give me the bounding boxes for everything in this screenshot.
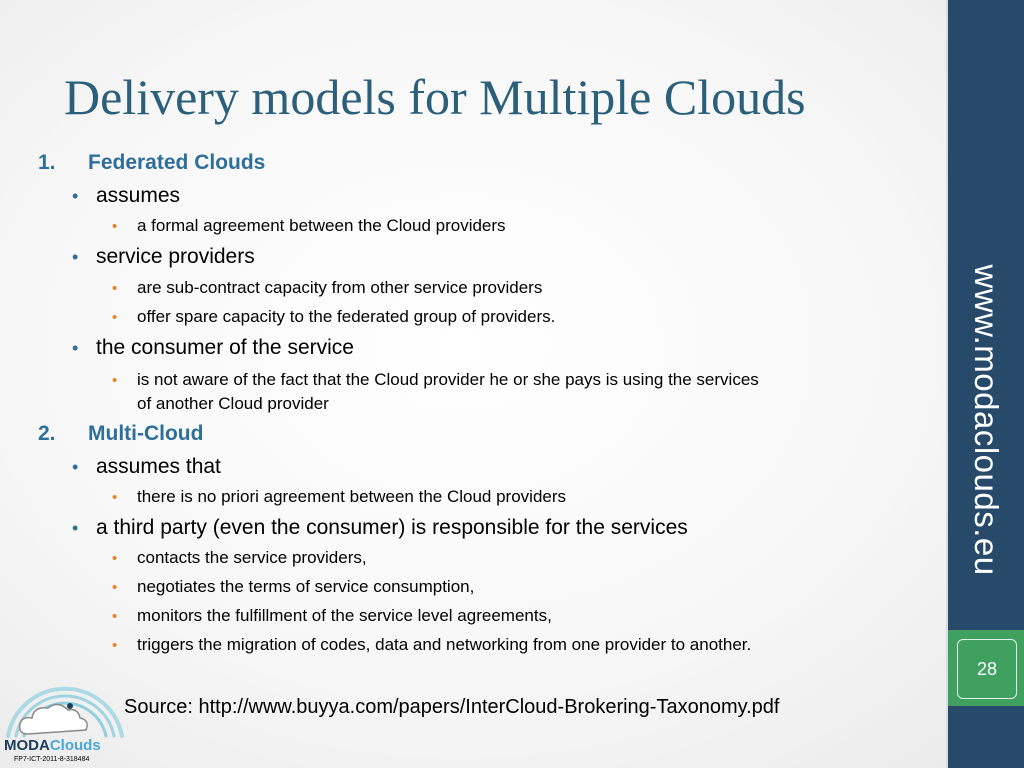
sub-list-item-text: a formal agreement between the Cloud pro… bbox=[137, 216, 506, 235]
list-item: • the consumer of the service bbox=[72, 336, 354, 360]
source-citation: Source: http://www.buyya.com/papers/Inte… bbox=[124, 696, 780, 718]
sub-list-item: • offer spare capacity to the federated g… bbox=[112, 307, 555, 327]
logo-wordmark-moda: MODA bbox=[4, 737, 50, 754]
sub-list-item-text: monitors the fulfillment of the service … bbox=[137, 606, 552, 625]
bullet-icon: • bbox=[72, 247, 79, 267]
sub-list-item-text: negotiates the terms of service consumpt… bbox=[137, 577, 475, 596]
logo-wordmark-clouds: Clouds bbox=[49, 737, 101, 754]
slide-content: 1. Federated Clouds • assumes • a formal ag… bbox=[38, 151, 759, 655]
list-item: • assumes bbox=[72, 184, 180, 208]
bullet-icon: • bbox=[72, 518, 79, 538]
sub-list-item: • negotiates the terms of service consump… bbox=[112, 577, 474, 597]
list-item: • service providers bbox=[72, 245, 255, 269]
list-item-text: assumes that bbox=[96, 455, 221, 478]
bullet-icon: • bbox=[112, 489, 118, 506]
section-number: 1. bbox=[38, 151, 56, 174]
sub-list-item: • monitors the fulfillment of the service… bbox=[112, 606, 552, 626]
bullet-icon: • bbox=[72, 338, 79, 358]
website-url: www.modaclouds.eu bbox=[968, 264, 1005, 576]
modaclouds-logo-icon bbox=[6, 686, 124, 738]
sub-list-item-text: offer spare capacity to the federated gr… bbox=[137, 307, 556, 326]
page-number-box: 28 bbox=[948, 630, 1024, 706]
sub-list-item-text: triggers the migration of codes, data an… bbox=[137, 635, 752, 654]
list-item: • assumes that bbox=[72, 455, 221, 479]
list-item-text: assumes bbox=[96, 184, 181, 207]
bullet-icon: • bbox=[112, 372, 118, 389]
bullet-icon: • bbox=[112, 637, 118, 654]
sub-list-item-text: is not aware of the fact that the Cloud … bbox=[137, 370, 759, 389]
bullet-icon: • bbox=[112, 309, 118, 326]
section-heading-text: Multi-Cloud bbox=[88, 422, 204, 445]
bullet-icon: • bbox=[112, 550, 118, 567]
sub-list-item: • contacts the service providers, bbox=[112, 548, 367, 568]
list-item: • a third party (even the consumer) is re… bbox=[72, 516, 688, 540]
bullet-icon: • bbox=[112, 280, 118, 297]
section-heading: 2. Multi-Cloud bbox=[38, 422, 203, 446]
logo-wordmark: MODAClouds bbox=[4, 737, 101, 754]
sub-list-item: • a formal agreement between the Cloud pr… bbox=[112, 216, 506, 236]
list-item-text: a third party (even the consumer) is res… bbox=[96, 516, 688, 539]
sub-list-item: • is not aware of the fact that the Cloud… bbox=[112, 368, 759, 415]
sub-list-item-text-continued: of another Cloud provider bbox=[137, 394, 329, 413]
slide-title: Delivery models for Multiple Clouds bbox=[64, 69, 806, 125]
sub-list-item: • are sub-contract capacity from other se… bbox=[112, 278, 542, 298]
grant-number: FP7-ICT-2011-8-318484 bbox=[14, 756, 90, 763]
section-heading: 1. Federated Clouds bbox=[38, 151, 265, 175]
sub-list-item: • triggers the migration of codes, data a… bbox=[112, 635, 751, 655]
bullet-icon: • bbox=[72, 186, 79, 206]
list-item-text: the consumer of the service bbox=[96, 336, 354, 359]
bullet-icon: • bbox=[112, 608, 118, 625]
bullet-icon: • bbox=[112, 218, 118, 235]
sub-list-item-text: there is no priori agreement between the… bbox=[137, 487, 567, 506]
section-heading-text: Federated Clouds bbox=[88, 151, 266, 174]
sub-list-item: • there is no priori agreement between th… bbox=[112, 487, 566, 507]
section-number: 2. bbox=[38, 422, 56, 445]
page-number: 28 bbox=[957, 639, 1017, 699]
list-item-text: service providers bbox=[96, 245, 255, 268]
bullet-icon: • bbox=[72, 457, 79, 477]
sub-list-item-text: are sub-contract capacity from other ser… bbox=[137, 278, 543, 297]
bullet-icon: • bbox=[112, 579, 118, 596]
sub-list-item-text: contacts the service providers, bbox=[137, 548, 367, 567]
sidebar-divider bbox=[946, 0, 948, 768]
